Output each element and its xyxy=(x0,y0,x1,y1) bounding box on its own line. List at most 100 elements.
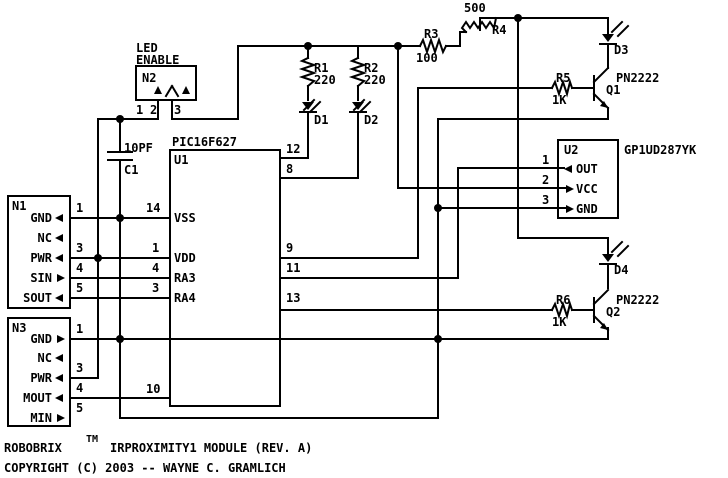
r6-ref: R6 xyxy=(556,293,570,307)
u2-pin-num-3: 3 xyxy=(542,193,549,207)
n1-nc-arrow xyxy=(55,234,63,242)
c1-value: 10PF xyxy=(124,141,153,155)
u2-pin-label-gnd: GND xyxy=(576,202,598,216)
n3-pin-label-pwr: PWR xyxy=(30,371,52,385)
junction-gnd-u2 xyxy=(434,204,442,212)
n1-ref: N1 xyxy=(12,199,26,213)
q1-ref: Q1 xyxy=(606,83,620,97)
chip-u1: PIC16F627 U1 VSS VDD RA3 RA4 14 1 4 3 10… xyxy=(146,135,300,407)
n1-sout-arrow xyxy=(55,294,63,302)
transistor-q2: PN2222 Q2 xyxy=(592,288,659,332)
r5-ref: R5 xyxy=(556,71,570,85)
u1-part-label: PIC16F627 xyxy=(172,135,237,149)
u1-pin-num-3: 3 xyxy=(152,281,159,295)
d2-ref: D2 xyxy=(364,113,378,127)
n3-pin-label-nc: NC xyxy=(38,351,52,365)
u2-ref: U2 xyxy=(564,143,578,157)
title-copyright: COPYRIGHT (C) 2003 -- WAYNE C. GRAMLICH xyxy=(4,461,286,475)
r4-value: 500 xyxy=(464,1,486,15)
u1-ref: U1 xyxy=(174,153,188,167)
jumper-n2: LED ENABLE N2 1 2 3 xyxy=(135,41,197,117)
u1-pin-num-13: 13 xyxy=(286,291,300,305)
n3-pin-label-mout: MOUT xyxy=(23,391,52,405)
n1-pin-num-5: 5 xyxy=(76,281,83,295)
n3-pin-num-4: 4 xyxy=(76,381,83,395)
n3-pin-num-5: 5 xyxy=(76,401,83,415)
u2-gnd-arrow xyxy=(566,205,574,213)
n3-nc-arrow xyxy=(55,354,63,362)
junction-pwr-cap xyxy=(116,115,124,123)
capacitor-c1: 10PF C1 xyxy=(107,141,153,177)
n2-pin-num-2: 2 xyxy=(150,103,157,117)
u2-pin-label-out: OUT xyxy=(576,162,598,176)
n1-sin-arrow xyxy=(57,274,65,282)
q2-ref: Q2 xyxy=(606,305,620,319)
n1-gnd-arrow xyxy=(55,214,63,222)
junction-ir-leds xyxy=(514,14,522,22)
n1-pin-num-1: 1 xyxy=(76,201,83,215)
n2-pin2-fork xyxy=(164,84,180,98)
u1-pin-label-vss: VSS xyxy=(174,211,196,225)
n3-gnd-arrow xyxy=(57,335,65,343)
chip-u2: U2 GP1UD287YK OUT VCC GND 1 2 3 xyxy=(542,139,697,219)
junction-vcc xyxy=(394,42,402,50)
r4-ref: R4 xyxy=(492,23,506,37)
connector-n1: N1 GND NC PWR SIN SOUT 1 3 4 5 xyxy=(7,195,83,309)
u2-pin-num-1: 1 xyxy=(542,153,549,167)
junction-gnd-n3 xyxy=(116,335,124,343)
u1-pin-num-12: 12 xyxy=(286,142,300,156)
connector-n3: N3 GND NC PWR MOUT MIN 1 3 4 5 xyxy=(7,317,83,427)
resistor-r3: R3 100 xyxy=(416,27,448,65)
u1-pin-label-ra3: RA3 xyxy=(174,271,196,285)
n2-title-line1: LED xyxy=(136,41,158,55)
led-d2: D2 xyxy=(349,98,378,127)
u1-pin-num-4: 4 xyxy=(152,261,159,275)
resistor-r1: R1 220 xyxy=(298,56,336,88)
d1-ref: D1 xyxy=(314,113,328,127)
r1-value: 220 xyxy=(314,73,336,87)
n2-pin3-arrow xyxy=(182,86,190,94)
junction-gnd-q2 xyxy=(434,335,442,343)
n1-pin-label-gnd: GND xyxy=(30,211,52,225)
junction-gnd-vss xyxy=(116,214,124,222)
wires xyxy=(69,17,609,419)
n2-pin-num-3: 3 xyxy=(174,103,181,117)
u1-pin-num-8: 8 xyxy=(286,162,293,176)
r3-ref: R3 xyxy=(424,27,438,41)
led-d3: D3 xyxy=(599,20,630,57)
n3-ref: N3 xyxy=(12,321,26,335)
q2-value: PN2222 xyxy=(616,293,659,307)
resistor-r2: R2 220 xyxy=(348,56,386,88)
n1-pin-label-sin: SIN xyxy=(30,271,52,285)
led-d4: D4 xyxy=(599,240,630,277)
n1-pin-num-3: 3 xyxy=(76,241,83,255)
c1-ref: C1 xyxy=(124,163,138,177)
u1-pin-label-vdd: VDD xyxy=(174,251,196,265)
junction-pwr-vdd xyxy=(94,254,102,262)
resistor-r6: R6 1K xyxy=(550,293,574,329)
r5-value: 1K xyxy=(552,93,567,107)
n1-pin-num-4: 4 xyxy=(76,261,83,275)
junction-led-rail xyxy=(304,42,312,50)
u2-part-label: GP1UD287YK xyxy=(624,143,697,157)
n3-mout-arrow xyxy=(55,394,63,402)
junctions xyxy=(94,14,522,343)
n3-pin-num-1: 1 xyxy=(76,322,83,336)
n2-title-line2: ENABLE xyxy=(136,53,179,67)
u2-pin-label-vcc: VCC xyxy=(576,182,598,196)
r3-value: 100 xyxy=(416,51,438,65)
n3-min-arrow xyxy=(57,414,65,422)
transistor-q1: PN2222 Q1 xyxy=(592,66,659,110)
title-brand: ROBOBRIX xyxy=(4,441,63,455)
n2-pin1-arrow xyxy=(154,86,162,94)
n1-pin-label-nc: NC xyxy=(38,231,52,245)
n3-pin-num-3: 3 xyxy=(76,361,83,375)
n1-pin-label-sout: SOUT xyxy=(23,291,52,305)
u2-vcc-arrow xyxy=(566,185,574,193)
n2-ref: N2 xyxy=(142,71,156,85)
u1-pin-label-ra4: RA4 xyxy=(174,291,196,305)
n3-pin-label-gnd: GND xyxy=(30,332,52,346)
led-d1: D1 xyxy=(299,98,328,127)
u1-pin-num-11: 11 xyxy=(286,261,300,275)
u2-out-arrow xyxy=(564,165,572,173)
